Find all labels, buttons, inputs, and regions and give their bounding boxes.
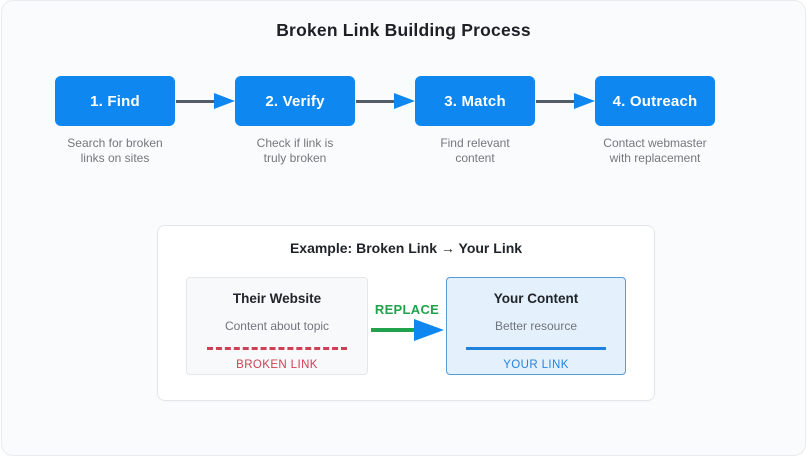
your-content-title: Your Content xyxy=(493,291,579,306)
replace-arrow-group: REPLACE xyxy=(368,302,446,341)
step-match-description: Find relevant content xyxy=(440,136,509,166)
step-outreach-desc-line2: with replacement xyxy=(609,151,701,165)
your-content-card: Your Content Better resource YOUR LINK xyxy=(446,277,626,375)
step-match-desc-line1: Find relevant xyxy=(440,136,510,150)
arrow-head-icon xyxy=(394,93,415,109)
step-find: 1. Find Search for broken links on sites xyxy=(55,76,175,166)
replace-label: REPLACE xyxy=(374,302,440,317)
flow-arrow-icon xyxy=(175,76,235,126)
arrow-head-icon xyxy=(214,93,235,109)
example-title: Example: Broken Link → Your Link xyxy=(289,240,523,256)
arrow-line xyxy=(356,99,395,103)
replace-arrow-icon xyxy=(368,319,446,341)
arrow-head-icon xyxy=(574,93,595,109)
their-website-card: Their Website Content about topic BROKEN… xyxy=(186,277,368,375)
example-panel: Example: Broken Link → Your Link Their W… xyxy=(157,225,655,401)
step-outreach-node: 4. Outreach xyxy=(595,76,715,126)
step-match-node: 3. Match xyxy=(415,76,535,126)
broken-link-line xyxy=(207,347,347,350)
arrow-line xyxy=(536,99,575,103)
flow-arrow-icon xyxy=(355,76,415,126)
step-outreach-description: Contact webmaster with replacement xyxy=(603,136,706,166)
step-match-desc-line2: content xyxy=(455,151,495,165)
flow-arrow-icon xyxy=(535,76,595,126)
step-outreach-desc-line1: Contact webmaster xyxy=(603,136,707,150)
your-link-label: YOUR LINK xyxy=(503,359,569,371)
replace-arrow-line xyxy=(370,328,416,332)
step-verify-description: Check if link is truly broken xyxy=(257,136,334,166)
your-content-content: Better resource xyxy=(494,319,578,333)
step-find-desc-line1: Search for broken xyxy=(67,136,163,150)
step-verify: 2. Verify Check if link is truly broken xyxy=(235,76,355,166)
step-outreach: 4. Outreach Contact webmaster with repla… xyxy=(595,76,715,166)
step-find-node: 1. Find xyxy=(55,76,175,126)
step-find-description: Search for broken links on sites xyxy=(67,136,162,166)
process-flow: 1. Find Search for broken links on sites… xyxy=(55,76,715,166)
step-find-desc-line2: links on sites xyxy=(80,151,150,165)
replace-arrow-head-icon xyxy=(413,319,444,341)
step-verify-desc-line1: Check if link is xyxy=(256,136,334,150)
your-link-line xyxy=(466,347,606,350)
step-verify-desc-line2: truly broken xyxy=(263,151,327,165)
broken-link-label: BROKEN LINK xyxy=(236,359,318,371)
their-website-title: Their Website xyxy=(232,291,322,306)
step-verify-node: 2. Verify xyxy=(235,76,355,126)
step-match: 3. Match Find relevant content xyxy=(415,76,535,166)
arrow-line xyxy=(176,99,215,103)
page-title: Broken Link Building Process xyxy=(276,20,531,40)
their-website-content: Content about topic xyxy=(224,319,330,333)
